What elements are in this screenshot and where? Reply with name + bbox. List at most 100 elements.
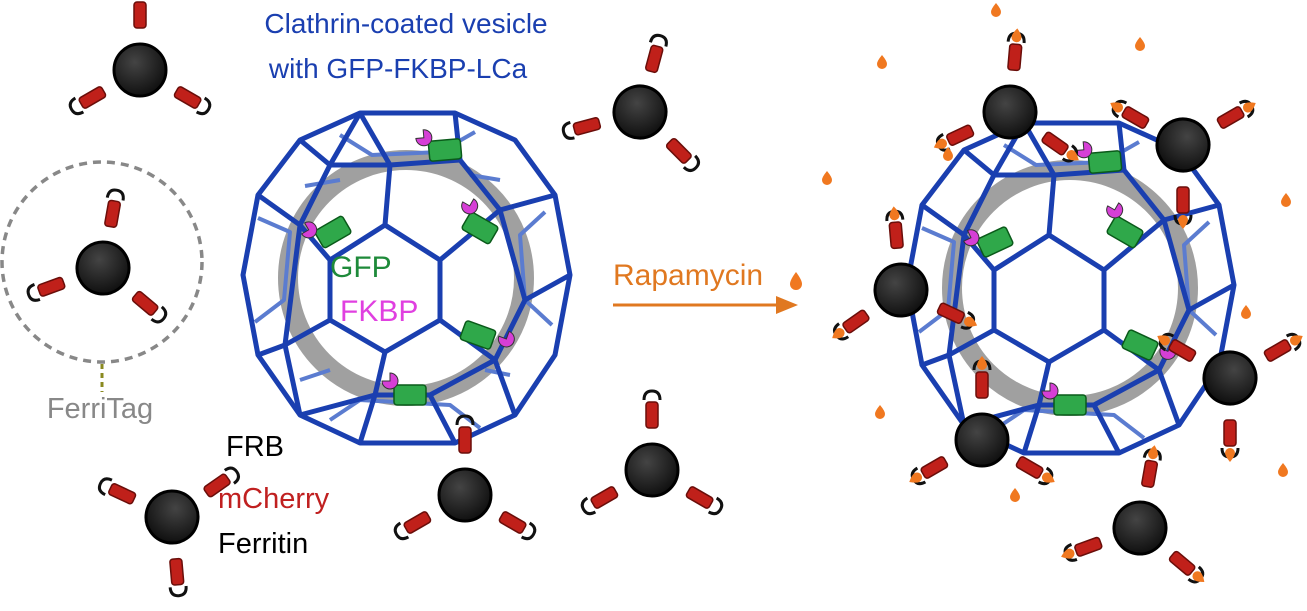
ferritin-core [112, 42, 168, 98]
mcherry-linker [975, 371, 989, 399]
ferritag-particle [1110, 99, 1256, 229]
ferritag-label: FerriTag [47, 393, 153, 425]
frb-cup [150, 305, 168, 324]
ferritag-particle [26, 188, 168, 324]
rapamycin-drop [1010, 488, 1020, 502]
rapamycin-bound [1192, 571, 1205, 582]
ferritag-outline [0, 160, 204, 364]
clathrin-vesicle-left: GFP FKBP [240, 110, 573, 446]
rapamycin-bound [832, 328, 845, 339]
ferritin-core [612, 84, 668, 140]
ferritag-particles [26, 0, 1303, 598]
mcherry-linker [203, 473, 231, 498]
frb-mcherry-arm [885, 206, 905, 250]
mcherry-linker [936, 302, 965, 324]
rapamycin-bound [909, 472, 923, 483]
rapamycin-bound [889, 206, 900, 221]
frb-cup [223, 466, 240, 485]
frb-mcherry-arm [642, 389, 662, 429]
mcherry-linker [572, 116, 602, 136]
frb-cup [520, 521, 537, 541]
rapamycin-drop [1281, 193, 1291, 207]
frb-cup [97, 477, 113, 497]
vesicle-title-line1: Clathrin-coated vesicle [264, 8, 547, 39]
frb-mcherry-arm [132, 0, 148, 29]
mcherry-linker [173, 86, 202, 109]
ferritag-particle [97, 466, 240, 598]
ferritin-core [144, 489, 200, 545]
rapamycin-bound [1225, 448, 1235, 462]
vesicle-title-line2: with GFP-FKBP-LCa [268, 53, 528, 84]
frb-mcherry-arm [1157, 332, 1197, 362]
ferritin-core [437, 467, 493, 523]
frb-cup [105, 188, 125, 201]
mcherry-linker [1168, 550, 1196, 576]
clathrin-vesicle-right [904, 120, 1237, 456]
mcherry-linker [1121, 106, 1150, 129]
mcherry-linker [104, 199, 121, 228]
rapamycin-bound [1178, 215, 1188, 229]
frb-mcherry-arm [1168, 550, 1205, 584]
gfp-fkbp-marker [381, 372, 427, 406]
frb-mcherry-arm [131, 290, 168, 324]
mcherry-linker [1041, 131, 1069, 156]
rapamycin-drop [877, 55, 887, 69]
gfp-fkbp-marker [963, 226, 1014, 258]
rapamycin-drops [822, 3, 1291, 502]
frb-cup [561, 120, 575, 140]
rapamycin-bound [1289, 335, 1303, 346]
ferritag-particle [1061, 445, 1205, 584]
frb-mcherry-arm [1041, 131, 1079, 163]
rapamycin-bound [977, 356, 987, 370]
frb-cup [682, 154, 701, 173]
rapamycin-drop-icon [790, 272, 802, 290]
frb-mcherry-arm [1006, 28, 1026, 72]
mcherry-linker [685, 486, 714, 509]
frb-mcherry-arm [1173, 186, 1193, 229]
mcherry-linker [1263, 339, 1292, 362]
frb-label: FRB [226, 431, 284, 463]
frb-mcherry-arm [580, 486, 619, 516]
frb-cup [642, 389, 662, 401]
frb-cup [26, 283, 41, 302]
frb-mcherry-arm [1015, 456, 1055, 486]
frb-mcherry-arm [203, 466, 240, 498]
mcherry-linker [665, 137, 692, 164]
ferritag-particle [68, 0, 212, 116]
mcherry-linker [1007, 43, 1023, 72]
ferritin-core [75, 240, 131, 296]
gfp-label: GFP [330, 251, 392, 284]
ferritin-label: Ferritin [218, 528, 308, 560]
frb-cup [648, 33, 668, 47]
rapamycin-drop [943, 147, 953, 161]
ferritag-particle [909, 356, 1055, 486]
rapamycin-arrow: Rapamycin [613, 259, 802, 314]
fkbp-label: FKBP [340, 295, 418, 328]
gfp-fkbp-marker [301, 215, 352, 249]
mcherry-label: mCherry [218, 483, 330, 515]
ferritin-core [1112, 500, 1168, 556]
gfp-fkbp-marker [461, 198, 499, 245]
frb-cup [707, 496, 724, 516]
rapamycin-label: Rapamycin [613, 259, 763, 292]
ferritag-particle [933, 28, 1079, 163]
frb-mcherry-arm [972, 356, 992, 399]
ferritin-core [982, 84, 1038, 140]
rapamycin-bound [1157, 335, 1171, 346]
frb-cup [68, 96, 85, 116]
frb-cup [455, 414, 475, 426]
mcherry-linker [946, 124, 975, 146]
frb-mcherry-arm [68, 86, 107, 116]
frb-mcherry-arm [498, 511, 537, 541]
ferritag-particle [1157, 332, 1303, 462]
frb-mcherry-arm [1216, 99, 1256, 129]
ferritin-core [1202, 350, 1258, 406]
mcherry-linker [1176, 186, 1190, 214]
ferritin-core [954, 412, 1010, 468]
mcherry-linker [1216, 106, 1245, 129]
frb-mcherry-arm [644, 33, 668, 74]
rapamycin-bound [1011, 28, 1022, 43]
frb-mcherry-arm [1263, 332, 1303, 362]
rapamycin-drop [991, 3, 1001, 17]
gfp-fkbp-marker [1041, 382, 1087, 416]
